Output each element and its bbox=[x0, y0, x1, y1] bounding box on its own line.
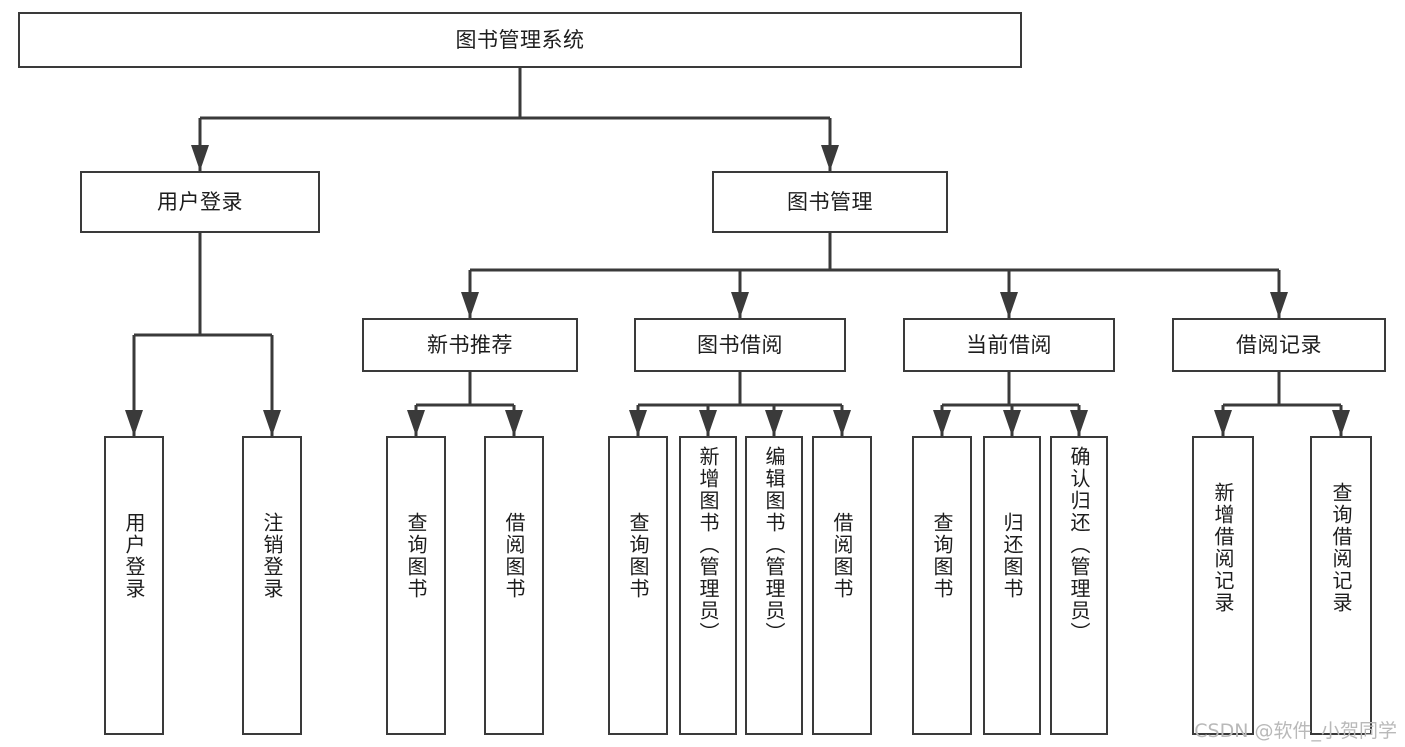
node-current-borrow[interactable]: 当前借阅 bbox=[903, 318, 1115, 372]
watermark-label: CSDN @软件_小贺同学 bbox=[1194, 720, 1397, 742]
node-label-leaf-borrow-take: 借阅图书 bbox=[830, 512, 854, 600]
node-leaf-cur-confirm[interactable]: 确认归还（管理员） bbox=[1050, 436, 1108, 735]
bus-user-login-arrowhead-0 bbox=[125, 410, 143, 436]
node-leaf-rec-query[interactable]: 查询图书 bbox=[386, 436, 446, 735]
node-label-user-login: 用户登录 bbox=[157, 189, 243, 214]
node-leaf-cur-return[interactable]: 归还图书 bbox=[983, 436, 1041, 735]
node-new-book-rec[interactable]: 新书推荐 bbox=[362, 318, 578, 372]
node-borrow-record[interactable]: 借阅记录 bbox=[1172, 318, 1386, 372]
bus-book-borrow-arrowhead-1 bbox=[699, 410, 717, 436]
node-label-leaf-cur-query: 查询图书 bbox=[930, 512, 954, 600]
node-label-leaf-user-logout: 注销登录 bbox=[260, 512, 284, 600]
node-leaf-rcd-add[interactable]: 新增借阅记录 bbox=[1192, 436, 1254, 735]
bus-new-book-rec-arrowhead-1 bbox=[505, 410, 523, 436]
node-root[interactable]: 图书管理系统 bbox=[18, 12, 1022, 68]
bus-book-borrow-arrowhead-2 bbox=[765, 410, 783, 436]
node-leaf-borrow-query[interactable]: 查询图书 bbox=[608, 436, 668, 735]
node-label-leaf-rec-query: 查询图书 bbox=[404, 512, 428, 600]
bus-current-arrowhead-1 bbox=[1003, 410, 1021, 436]
bus-root-arrowhead-1 bbox=[821, 145, 839, 171]
bus-user-login-arrowhead-1 bbox=[263, 410, 281, 436]
bus-book-borrow-arrowhead-3 bbox=[833, 410, 851, 436]
node-label-leaf-cur-confirm: 确认归还（管理员） bbox=[1067, 446, 1091, 644]
bus-book-manage-arrowhead-2 bbox=[1000, 292, 1018, 318]
node-label-leaf-rcd-add: 新增借阅记录 bbox=[1211, 482, 1235, 614]
bus-book-manage-arrowhead-3 bbox=[1270, 292, 1288, 318]
bus-borrow-record-arrowhead-1 bbox=[1332, 410, 1350, 436]
node-label-leaf-borrow-query: 查询图书 bbox=[626, 512, 650, 600]
node-label-leaf-rcd-query: 查询借阅记录 bbox=[1329, 482, 1353, 614]
node-label-borrow-record: 借阅记录 bbox=[1236, 332, 1322, 357]
node-label-book-borrow: 图书借阅 bbox=[697, 332, 783, 357]
bus-root-arrowhead-0 bbox=[191, 145, 209, 171]
node-label-leaf-user-login: 用户登录 bbox=[122, 512, 146, 600]
node-leaf-borrow-add[interactable]: 新增图书（管理员） bbox=[679, 436, 737, 735]
node-leaf-borrow-edit[interactable]: 编辑图书（管理员） bbox=[745, 436, 803, 735]
bus-book-manage-arrowhead-1 bbox=[731, 292, 749, 318]
node-leaf-user-login[interactable]: 用户登录 bbox=[104, 436, 164, 735]
bus-new-book-rec-arrowhead-0 bbox=[407, 410, 425, 436]
node-leaf-rcd-query[interactable]: 查询借阅记录 bbox=[1310, 436, 1372, 735]
node-user-login[interactable]: 用户登录 bbox=[80, 171, 320, 233]
node-book-manage[interactable]: 图书管理 bbox=[712, 171, 948, 233]
node-label-current-borrow: 当前借阅 bbox=[966, 332, 1052, 357]
node-leaf-borrow-take[interactable]: 借阅图书 bbox=[812, 436, 872, 735]
node-label-leaf-borrow-edit: 编辑图书（管理员） bbox=[762, 446, 786, 644]
bus-book-borrow-arrowhead-0 bbox=[629, 410, 647, 436]
node-label-leaf-cur-return: 归还图书 bbox=[1000, 512, 1024, 600]
node-leaf-user-logout[interactable]: 注销登录 bbox=[242, 436, 302, 735]
node-label-leaf-borrow-add: 新增图书（管理员） bbox=[696, 446, 720, 644]
bus-current-arrowhead-0 bbox=[933, 410, 951, 436]
node-label-book-manage: 图书管理 bbox=[787, 189, 873, 214]
node-leaf-cur-query[interactable]: 查询图书 bbox=[912, 436, 972, 735]
node-label-new-book-rec: 新书推荐 bbox=[427, 332, 513, 357]
bus-current-arrowhead-2 bbox=[1070, 410, 1088, 436]
node-label-leaf-rec-borrow: 借阅图书 bbox=[502, 512, 526, 600]
node-leaf-rec-borrow[interactable]: 借阅图书 bbox=[484, 436, 544, 735]
bus-book-manage-arrowhead-0 bbox=[461, 292, 479, 318]
bus-borrow-record-arrowhead-0 bbox=[1214, 410, 1232, 436]
node-book-borrow[interactable]: 图书借阅 bbox=[634, 318, 846, 372]
node-label-root: 图书管理系统 bbox=[455, 27, 585, 52]
